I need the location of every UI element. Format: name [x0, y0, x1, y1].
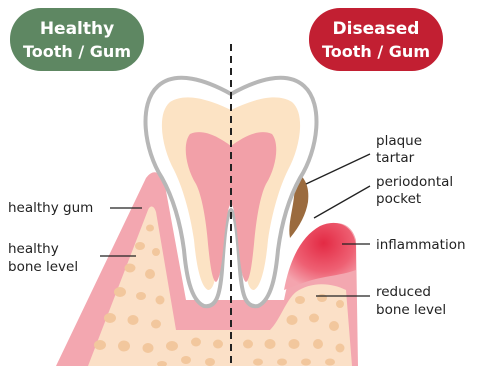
healthy-badge-line1: Healthy	[40, 19, 114, 39]
label-bone-level-right: bone level	[376, 302, 446, 318]
healthy-badge-line2: Tooth / Gum	[23, 42, 131, 61]
leader-plaque	[306, 154, 370, 184]
label-reduced: reduced	[376, 284, 431, 300]
label-healthy: healthy	[8, 241, 59, 257]
diseased-badge: Diseased Tooth / Gum	[309, 8, 443, 71]
label-periodontal: periodontal	[376, 174, 453, 190]
left-labels: healthy gum healthy bone level	[8, 200, 93, 275]
diseased-badge-line2: Tooth / Gum	[322, 42, 430, 61]
label-bone-level-left: bone level	[8, 259, 78, 275]
label-healthy-gum: healthy gum	[8, 200, 93, 216]
label-pocket: pocket	[376, 191, 421, 207]
right-labels: plaque tartar periodontal pocket inflamm…	[376, 133, 466, 318]
diseased-badge-line1: Diseased	[333, 19, 420, 39]
label-inflammation: inflammation	[376, 237, 466, 253]
label-plaque: plaque	[376, 133, 422, 149]
label-tartar: tartar	[376, 150, 415, 166]
healthy-badge: Healthy Tooth / Gum	[10, 8, 144, 71]
leader-pocket	[314, 186, 370, 218]
